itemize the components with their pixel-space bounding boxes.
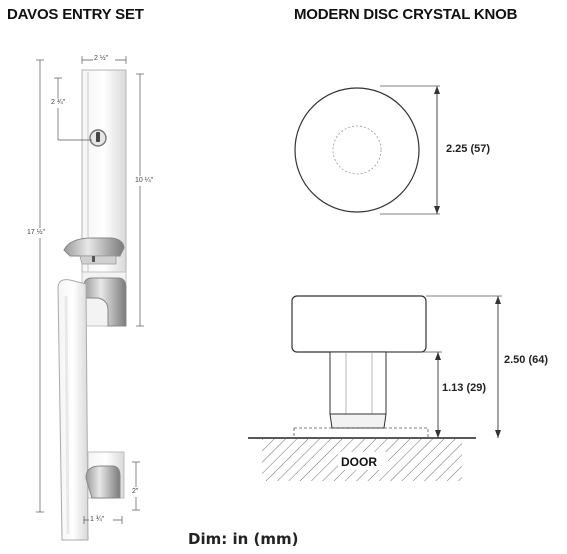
- dim-knob-diameter: 2.25 (57): [446, 143, 491, 155]
- units-footer: Dim: in (mm): [188, 530, 299, 548]
- dim-cylinder-offset: 2 ¾": [51, 99, 66, 106]
- dim-grip-base-height: 2": [132, 488, 139, 495]
- door-label: DOOR: [341, 455, 377, 469]
- dim-overall-height: 17 ½": [27, 229, 46, 236]
- dim-plate-height: 10 ¼": [135, 177, 154, 184]
- modern-disc-crystal-knob-title: MODERN DISC CRYSTAL KNOB: [294, 6, 518, 23]
- davos-entry-set-title: DAVOS ENTRY SET: [7, 6, 144, 23]
- knob-drawing: [248, 85, 502, 481]
- entry-set-drawing: [26, 55, 158, 541]
- dim-knob-projection: 2.50 (64): [504, 354, 549, 366]
- dim-knob-stem: 1.13 (29): [442, 382, 487, 394]
- dim-plate-width: 2 ½": [94, 55, 109, 62]
- dim-grip-base-width: 1 ¾": [90, 516, 105, 523]
